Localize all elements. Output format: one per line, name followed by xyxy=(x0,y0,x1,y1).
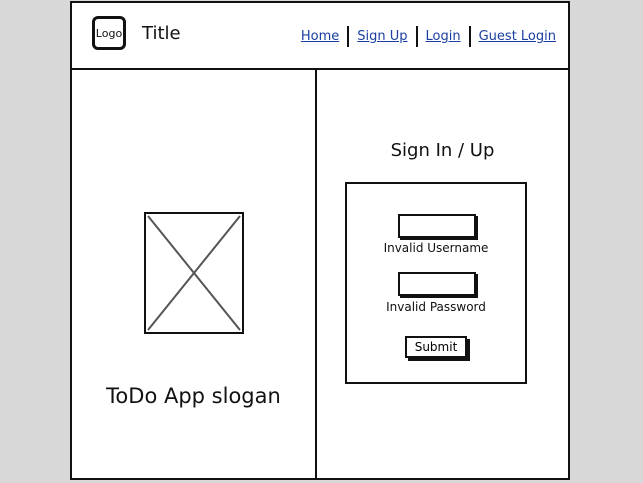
auth-panel: Sign In / Up Invalid Username Invalid Pa… xyxy=(317,70,568,480)
image-placeholder-icon xyxy=(144,212,244,334)
hero-panel: ToDo App slogan xyxy=(72,70,317,480)
password-error: Invalid Password xyxy=(386,300,486,314)
logo: Logo xyxy=(92,16,126,50)
nav-guest-login-link[interactable]: Guest Login xyxy=(478,29,556,44)
nav-bar: Home Sign Up Login Guest Login xyxy=(301,26,556,47)
site-title: Title xyxy=(142,23,181,44)
nav-home-link[interactable]: Home xyxy=(300,29,340,44)
signin-heading: Sign In / Up xyxy=(390,140,495,161)
app-slogan: ToDo App slogan xyxy=(106,384,281,408)
logo-text: Logo xyxy=(95,26,123,40)
signin-form: Invalid Username Invalid Password Submit xyxy=(345,182,527,384)
nav-signup-link[interactable]: Sign Up xyxy=(357,29,408,44)
password-input[interactable] xyxy=(398,272,476,296)
submit-button[interactable]: Submit xyxy=(405,336,467,358)
username-error: Invalid Username xyxy=(383,241,489,255)
app-frame: Logo Title Home Sign Up Login Guest Logi… xyxy=(70,1,570,480)
nav-login-link[interactable]: Login xyxy=(425,29,461,44)
nav-separator xyxy=(415,26,418,47)
header: Logo Title Home Sign Up Login Guest Logi… xyxy=(72,3,568,70)
username-input[interactable] xyxy=(398,214,476,238)
nav-separator xyxy=(347,26,350,47)
nav-separator xyxy=(468,26,471,47)
